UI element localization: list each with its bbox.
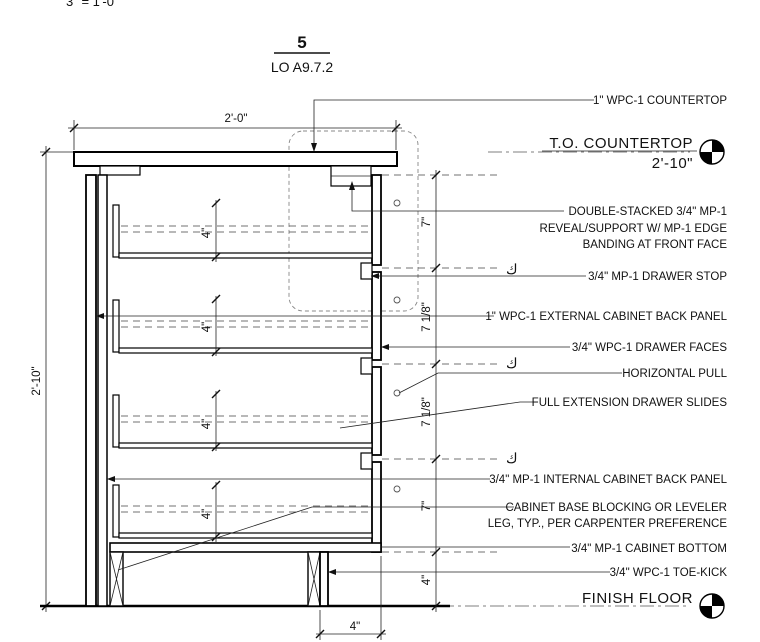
countertop-support-back xyxy=(99,165,141,176)
width-dimension-label: 2'-0" xyxy=(225,113,248,125)
pull-symbol-icon: ك xyxy=(506,261,518,277)
floor-level-marker: FINISH FLOOR xyxy=(582,590,725,619)
drawer-dim-label: 4" xyxy=(201,509,213,519)
callout-horizontal-pull: HORIZONTAL PULL xyxy=(622,368,727,380)
pull-symbol-icon: ك xyxy=(506,355,518,371)
right-dim-label: 7 1/8" xyxy=(421,302,433,332)
drawer-stop xyxy=(360,452,373,470)
callout-double-stacked: DOUBLE-STACKED 3/4" MP-1 xyxy=(568,206,727,218)
scale-note: 3" = 1'-0" xyxy=(66,0,119,9)
callout-countertop: 1" WPC-1 COUNTERTOP xyxy=(593,95,727,107)
right-dim-label: 7" xyxy=(421,501,433,511)
revision-cloud xyxy=(288,130,419,312)
drawer-box xyxy=(112,204,373,259)
right-dim-label: 7 1/8" xyxy=(421,397,433,427)
countertop-level-label: T.O. COUNTERTOP xyxy=(549,135,693,152)
height-dimension-label: 2'-10" xyxy=(31,366,43,395)
drawer-stop xyxy=(360,357,373,375)
detail-number: 5 xyxy=(297,33,306,52)
toe-kick xyxy=(319,551,329,607)
callout-reveal-support: REVEAL/SUPPORT W/ MP-1 EDGE xyxy=(540,223,728,235)
drawer-box xyxy=(112,484,373,539)
callout-internal-back-panel: 3/4" MP-1 INTERNAL CABINET BACK PANEL xyxy=(489,474,727,486)
callout-cabinet-bottom: 3/4" MP-1 CABINET BOTTOM xyxy=(571,543,727,555)
callout-drawer-slides: FULL EXTENSION DRAWER SLIDES xyxy=(532,397,728,409)
callout-drawer-faces: 3/4" WPC-1 DRAWER FACES xyxy=(572,342,727,354)
drawer-box xyxy=(112,394,373,449)
right-dimension-chain: 7" 7 1/8" 7 1/8" 7" 4" xyxy=(421,170,441,612)
base-blocking xyxy=(109,551,321,607)
callout-drawer-stop: 3/4" MP-1 DRAWER STOP xyxy=(588,271,727,283)
drawer-dim-label: 4" xyxy=(201,322,213,332)
drawer-box xyxy=(112,299,373,354)
floor-level-label: FINISH FLOOR xyxy=(582,590,693,607)
drawer-dim-label: 4" xyxy=(201,228,213,238)
detail-tag: 5 LO A9.7.2 xyxy=(271,33,333,75)
drawer-face xyxy=(371,174,382,266)
toe-height-label: 4" xyxy=(421,575,433,585)
callout-base-blocking: CABINET BASE BLOCKING OR LEVELER xyxy=(505,502,727,514)
width-dimension: 2'-0" xyxy=(68,113,402,150)
toe-depth-dimension: 4" xyxy=(315,556,386,640)
drawer-height-dims: 4" 4" 4" 4" xyxy=(201,198,221,542)
drawer-stop xyxy=(360,262,373,280)
drawer-dim-label: 4" xyxy=(201,419,213,429)
callout-toe-kick: 3/4" WPC-1 TOE-KICK xyxy=(610,567,728,579)
callout-edge-banding: BANDING AT FRONT FACE xyxy=(583,239,728,251)
cabinet-bottom xyxy=(109,542,382,553)
leader-lines xyxy=(96,99,622,575)
detail-sheet-ref: LO A9.7.2 xyxy=(271,59,333,75)
pull-symbol-icon: ك xyxy=(506,450,518,466)
horizontal-pull xyxy=(393,199,401,493)
height-dimension: 2'-10" xyxy=(31,146,80,612)
countertop-level-value: 2'-10" xyxy=(652,155,693,172)
callouts: 1" WPC-1 COUNTERTOP DOUBLE-STACKED 3/4" … xyxy=(485,95,727,579)
internal-back-panel xyxy=(97,174,108,607)
callout-external-back-panel: 1" WPC-1 EXTERNAL CABINET BACK PANEL xyxy=(485,311,727,323)
toe-depth-label: 4" xyxy=(350,621,360,633)
right-dim-label: 7" xyxy=(421,217,433,227)
countertop-level-marker: T.O. COUNTERTOP 2'-10" xyxy=(542,135,725,172)
callout-leveler-leg: LEG, TYP., PER CARPENTER PREFERENCE xyxy=(488,518,728,530)
drawer-face xyxy=(371,366,382,456)
external-back-panel xyxy=(85,174,97,607)
countertop xyxy=(73,151,398,167)
